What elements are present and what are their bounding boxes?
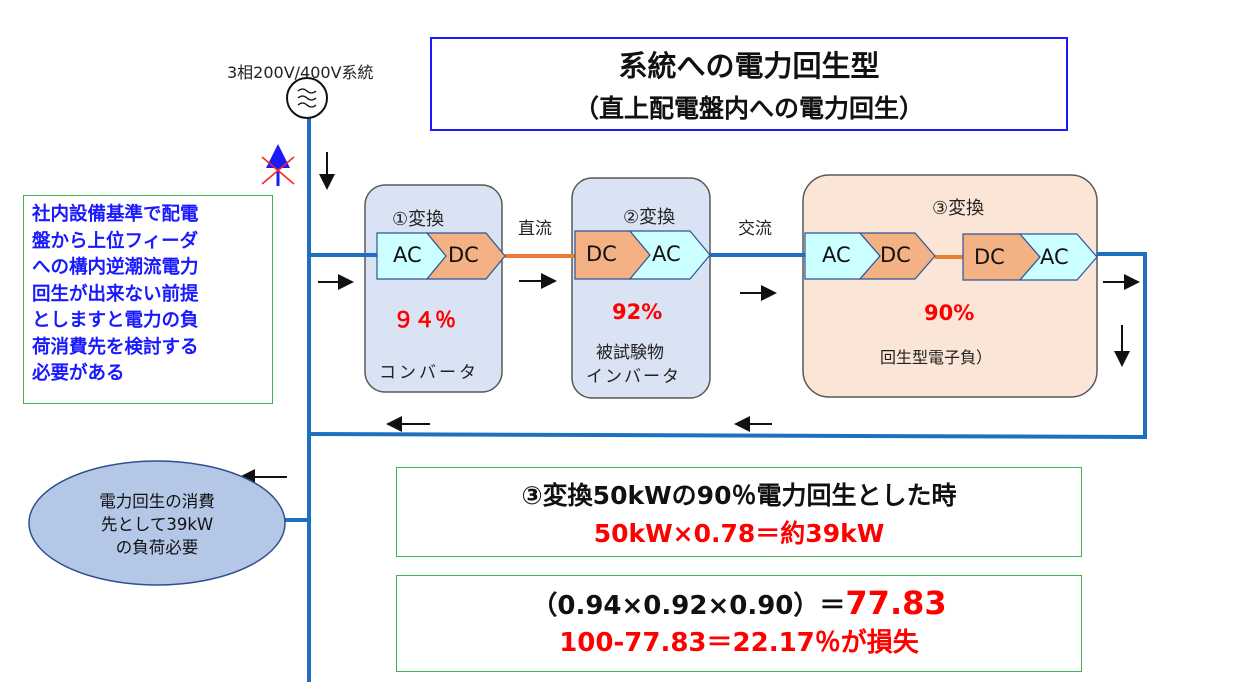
crossed-up-arrow-icon [261,144,295,186]
stage3-dc-block [858,232,936,280]
stage1-ac-text: AC [393,243,422,267]
calc2-line2: 100-77.83＝22.17％が損失 [559,628,919,658]
stage3-efficiency: 90% [924,301,975,325]
page-subtitle: （直上配電盤内への電力回生） [573,94,924,123]
dc-link-label: 直流 [518,219,552,239]
stage1-dc-text: DC [448,243,479,267]
calc-box-loss: （0.94×0.92×0.90）＝77.83 100-77.83＝22.17％が… [396,575,1082,672]
stage1-name: コンバータ [379,363,479,383]
consumer-line1: 電力回生の消費 [99,492,215,511]
stage3-ac2-block [1018,233,1098,281]
flow-arrows [239,152,1140,485]
grid-label: 3相200V/400V系統 [227,63,374,82]
stage3-name: 回生型電子負） [880,348,993,367]
stage2-name-line2: インバータ [586,367,681,387]
stage3-ac-text: AC [822,243,851,267]
note-text: 社内設備基準で配電 盤から上位フィーダ への構内逆潮流電力 回生が出来ない前提 … [23,195,273,404]
calc1-line1: ③変換50kWの90％電力回生とした時 [521,481,957,510]
calc1-line2: 50kW×0.78＝約39kW [593,519,885,548]
ac-link-label: 交流 [738,219,772,239]
stage1-dc-block [425,232,506,280]
stage2-ac-text: AC [652,242,681,266]
stage3-box [802,174,1098,398]
return-line [308,252,1147,440]
stage2-label: ②変換 [623,207,676,228]
title-box: 系統への電力回生型 （直上配電盤内への電力回生） [430,37,1068,131]
stage3-label: ③変換 [932,198,985,219]
stage3-ac2-text: AC [1040,245,1069,269]
ac-source-icon [286,77,328,119]
consumer-line2: 先として39kW [100,515,214,534]
stage2-ac-block [628,230,711,280]
calc-box-regeneration: ③変換50kWの90％電力回生とした時 50kW×0.78＝約39kW [396,467,1082,557]
consumer-text: 電力回生の消費 先として39kW の負荷必要 [29,490,285,559]
calc2-formula: （0.94×0.92×0.90）＝ [531,591,846,621]
consumer-line3: の負荷必要 [115,538,199,557]
stage2-dc-text: DC [586,242,617,266]
stage3-dc2-text: DC [974,245,1005,269]
calc2-result: 77.83 [845,584,947,622]
stage3-dc-text: DC [880,243,911,267]
stage2-name-line1: 被試験物 [596,343,664,363]
page-title: 系統への電力回生型 [618,49,880,83]
stage2-efficiency: 92% [612,300,663,324]
stage1-label: ①変換 [392,209,445,230]
stage1-efficiency: ９４％ [393,308,456,332]
consumer-ellipse [28,460,286,586]
